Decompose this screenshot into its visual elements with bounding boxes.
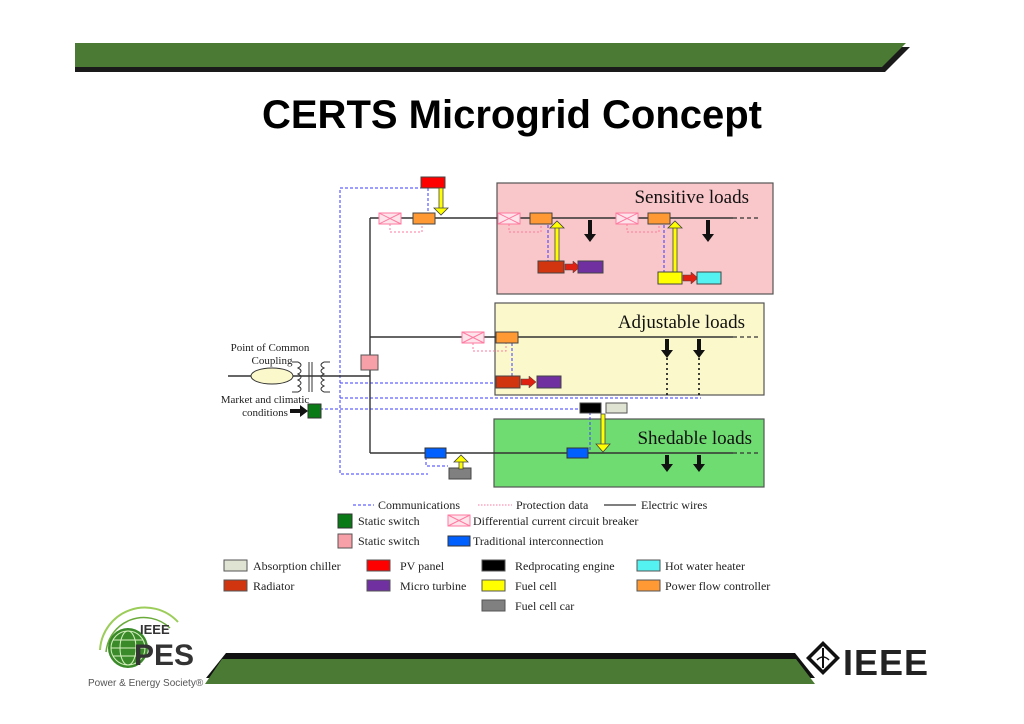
feeder-shedable <box>424 447 705 480</box>
legend-swatch-traditional <box>447 535 471 547</box>
hot-water-heater <box>696 271 722 285</box>
legend-hot-water-heater: Hot water heater <box>665 559 745 573</box>
red-arrow-right <box>564 260 581 274</box>
yellow-arrow-up <box>667 220 683 273</box>
zone-sensitive-loads: Sensitive loads <box>496 182 774 295</box>
red-arrow-right <box>682 271 699 285</box>
power-flow-controller <box>412 212 436 225</box>
load-arrow-icon <box>693 455 705 472</box>
legend-swatch-radiator <box>223 579 248 592</box>
pv-panel <box>420 176 446 189</box>
load-arrow-icon <box>661 455 673 472</box>
symbol-legend: Static switch Differential current circu… <box>337 513 638 549</box>
fuel-cell <box>657 271 683 285</box>
pcc-label-2: Coupling <box>252 355 293 367</box>
load-arrow-icon <box>584 220 596 242</box>
legend-fuel-cell: Fuel cell <box>515 579 557 593</box>
breaker-3 <box>615 212 639 225</box>
static-switch-green <box>307 403 322 419</box>
feeder-adjustable <box>461 331 705 389</box>
radiator <box>537 260 565 274</box>
feeder-sensitive <box>378 176 722 285</box>
traditional-interconnection <box>566 447 589 459</box>
legend-swatch-hot-water-heater <box>636 559 661 572</box>
legend-swatch-reciprocating-engine <box>481 559 506 572</box>
power-flow-controller <box>647 212 671 225</box>
legend-pv-panel: PV panel <box>400 559 445 573</box>
legend-swatch-absorption-chiller <box>223 559 248 572</box>
legend-swatch-fuel-cell-car <box>481 599 506 612</box>
load-shed-links <box>666 358 700 398</box>
legend-swatch-fuel-cell <box>481 579 506 592</box>
legend-static-switch: Static switch <box>358 514 420 528</box>
legend-swatch-breaker <box>447 514 471 527</box>
legend-micro-turbine: Micro turbine <box>400 579 466 593</box>
legend-swatch-static-switch-pink <box>337 533 353 549</box>
market-label-1: Market and climatic <box>221 394 310 406</box>
power-flow-controller <box>529 212 553 225</box>
legend-swatch-power-flow-controller <box>636 579 661 592</box>
zone-shedable-label: Shedable loads <box>637 428 752 449</box>
legend-electric-wires: Electric wires <box>641 498 708 512</box>
breaker-1 <box>378 212 402 225</box>
legend-communications: Communications <box>378 498 460 512</box>
legend-swatch-micro-turbine <box>366 579 391 592</box>
communication-lines <box>320 187 701 475</box>
zone-sensitive-label: Sensitive loads <box>634 187 749 208</box>
legend-breaker: Differential current circuit breaker <box>473 514 638 528</box>
line-legend: Communications Protection data Electric … <box>353 498 708 512</box>
fuel-cell-car <box>448 467 472 480</box>
component-legend: Absorption chiller Radiator PV panel Mic… <box>223 559 770 613</box>
wire-continuations <box>733 217 760 454</box>
legend-absorption-chiller: Absorption chiller <box>253 559 341 573</box>
legend-power-flow-controller: Power flow controller <box>665 579 770 593</box>
legend-traditional-interconnection: Traditional interconnection <box>473 534 604 548</box>
absorption-chiller <box>605 402 628 414</box>
market-conditions: Market and climatic conditions <box>221 394 322 419</box>
yellow-arrow-down <box>433 187 449 216</box>
micro-turbine <box>536 375 562 389</box>
bottom-banner <box>205 659 815 684</box>
load-arrow-icon <box>702 220 714 242</box>
legend-fuel-cell-car: Fuel cell car <box>515 599 574 613</box>
legend-radiator: Radiator <box>253 579 294 593</box>
transformer-icon <box>292 361 330 393</box>
yellow-arrow-up <box>453 454 469 470</box>
red-arrow-right <box>520 375 537 389</box>
load-arrow-icon <box>693 339 705 358</box>
point-of-common-coupling: Point of Common Coupling <box>231 342 310 385</box>
zone-adjustable-label: Adjustable loads <box>618 312 745 333</box>
legend-static-switch-2: Static switch <box>358 534 420 548</box>
market-label-2: conditions <box>242 407 288 419</box>
top-banner <box>75 43 906 67</box>
protection-lines <box>389 224 660 352</box>
static-switch-pink <box>360 354 379 371</box>
reciprocating-engine <box>579 402 602 414</box>
radiator <box>495 375 521 389</box>
power-flow-controller <box>495 331 519 344</box>
pcc-label-1: Point of Common <box>231 342 310 354</box>
breaker-2 <box>497 212 521 225</box>
legend-protection-data: Protection data <box>516 498 589 512</box>
load-arrow-icon <box>661 339 673 358</box>
slide-title: CERTS Microgrid Concept <box>261 93 763 137</box>
legend-swatch-pv-panel <box>366 559 391 572</box>
legend-swatch-static-switch-green <box>337 513 353 529</box>
micro-turbine <box>577 260 604 274</box>
traditional-interconnection <box>424 447 447 459</box>
breaker-4 <box>461 331 485 344</box>
legend-reciprocating-engine: Redprocating engine <box>515 559 615 573</box>
market-arrow-icon <box>290 405 308 417</box>
yellow-arrow-down <box>595 413 611 453</box>
